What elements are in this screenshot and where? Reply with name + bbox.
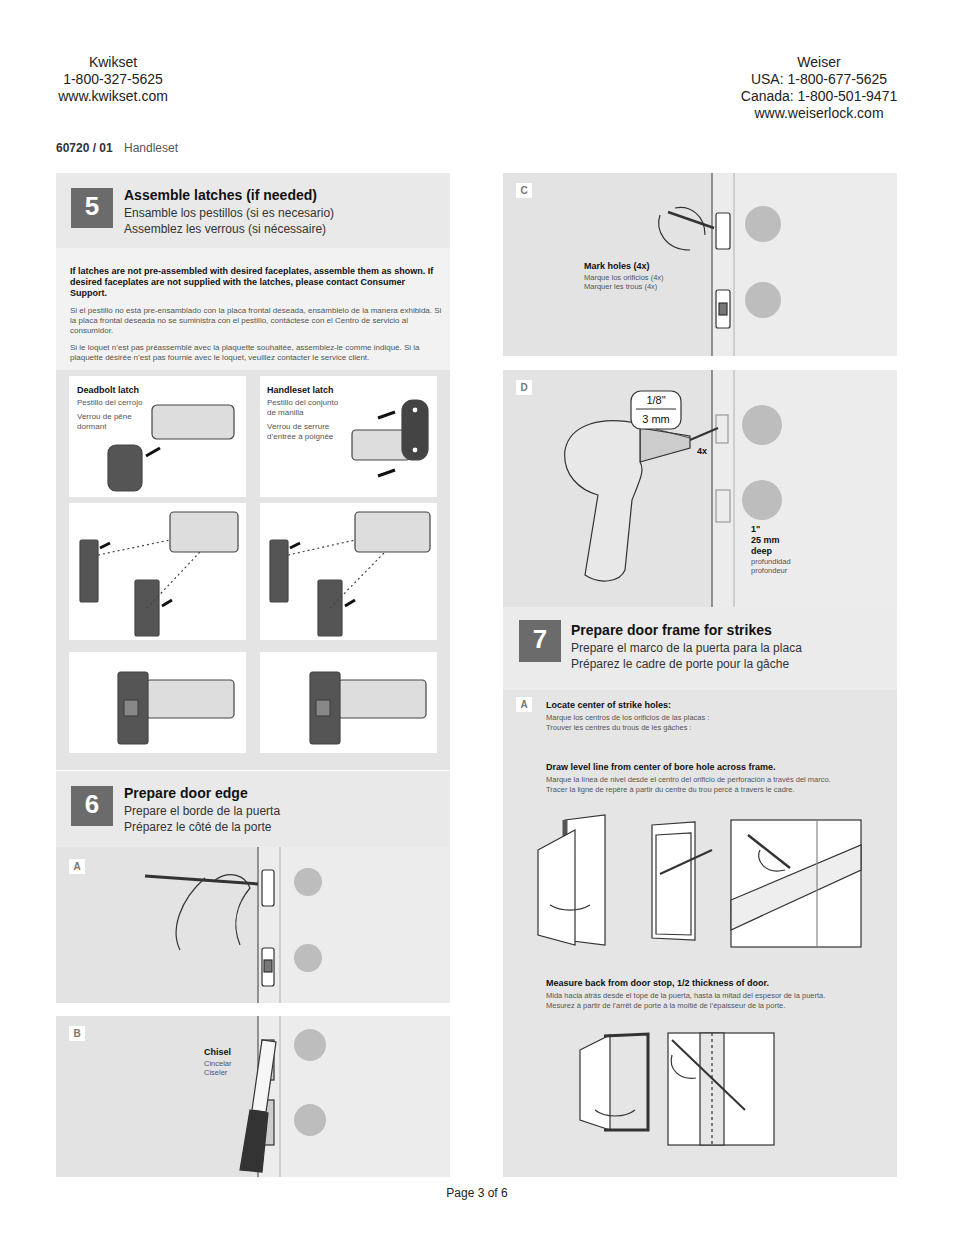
instruction-text: Tracer la ligne de repère à partir du ce… (546, 785, 886, 794)
sub-panel: C Mark holes (4x)Marque los orificios (4x… (503, 173, 897, 356)
instruction-text: Chisel (204, 1047, 248, 1058)
text-group: 7 (519, 623, 561, 656)
step-number: 7 (519, 620, 561, 662)
instruction-text: Measure back from door stop, 1/2 thickne… (546, 978, 886, 989)
note-box: If latches are not pre-assembled with de… (56, 248, 450, 370)
instruction-text: Si le loquet n’est pas préassemblé avec … (70, 343, 442, 363)
text-group: Prepare door frame for strikesPrepare el… (571, 621, 891, 672)
instruction-text: Prepare el marco de la puerta para la pl… (571, 641, 891, 656)
sub-panel: B ChiselCincelarCiseler (56, 1016, 450, 1177)
text-group: Assemble latches (if needed) Ensamble los… (124, 186, 444, 237)
instruction-text: Mark holes (4x) (584, 261, 704, 272)
sub-panel: A (56, 847, 450, 1003)
text-group: A (69, 860, 85, 873)
instruction-text: Préparez le côté de la porte (124, 820, 444, 835)
header-label: USA: 1-800-677-5625 (700, 71, 938, 88)
instruction-text: Prepare el borde de la puerta (124, 804, 444, 819)
step-panel: Prepare door edgePrepare el borde de la … (56, 771, 450, 847)
instruction-text: Assemble latches (if needed) (124, 186, 444, 204)
text-group: D (516, 381, 532, 394)
instruction-text: If latches are not pre-assembled with de… (70, 266, 442, 299)
text-group: 4x (697, 446, 713, 457)
latch-box: Handleset latchPestillo del conjunto de … (260, 376, 437, 497)
text-group: B (69, 1027, 85, 1040)
header-label: Page 3 of 6 (400, 1186, 554, 1200)
instruction-text: Marque la línea de nivel desde el centro… (546, 775, 886, 784)
instruction-text: Préparez le cadre de porte pour la gâche (571, 657, 891, 672)
instruction-text: profundidad (751, 557, 811, 566)
header-label: 1-800-327-5625 (40, 71, 186, 88)
instruction-text: Trouver les centres du trous de les gâch… (546, 723, 886, 732)
instruction-text: Prepare door frame for strikes (571, 621, 891, 639)
sub-panel: A Locate center of strike holes: Marque lo… (503, 690, 897, 1177)
instruction-text: B (69, 1027, 85, 1040)
instruction-text: 1/8" (633, 393, 679, 407)
instruction-text: profondeur (751, 566, 811, 575)
header-label: Weiser (700, 54, 938, 71)
instruction-text: 5 (71, 190, 113, 223)
instruction-text: 4x (697, 446, 713, 457)
instruction-text: Pestillo del conjunto de manilla (267, 398, 347, 418)
instruction-text: 25 mm (751, 535, 811, 546)
instruction-text: Marque los orificios (4x) (584, 273, 704, 282)
step-number: 6 (71, 786, 113, 826)
header-label: www.weiserlock.com (700, 105, 938, 122)
instruction-text: D (516, 381, 532, 394)
instruction-text: Deadbolt latch (77, 385, 149, 396)
latch-box: Deadbolt latchPestillo del cerrojoVerrou… (69, 376, 246, 497)
text-group: A (516, 698, 532, 711)
instruction-text: Handleset latch (267, 385, 347, 396)
instruction-text: Marque los centros de los orificios de l… (546, 713, 886, 722)
text-group: Draw level line from center of bore hole… (546, 762, 886, 794)
text-group: Deadbolt latchPestillo del cerrojoVerrou… (77, 385, 149, 432)
instruction-text: Prepare door edge (124, 784, 444, 802)
text-group: 5 (71, 190, 113, 223)
header-label: 60720 / 01 (56, 141, 120, 155)
step-panel: Assemble latches (if needed) Ensamble los… (56, 173, 450, 770)
instruction-text: Cincelar (204, 1059, 248, 1068)
header-label: Handleset (124, 141, 244, 155)
text-group: Measure back from door stop, 1/2 thickne… (546, 978, 886, 1010)
header-label: Canada: 1-800-501-9471 (700, 88, 938, 105)
instruction-text: Mida hacia atrás desde el tope de la pue… (546, 991, 886, 1000)
text-group: ChiselCincelarCiseler (204, 1047, 248, 1077)
instruction-text: A (516, 698, 532, 711)
step-panel: Prepare door frame for strikesPrepare el… (503, 607, 897, 690)
text-group: 1/8" (633, 393, 679, 407)
instruction-text: Assemblez les verrous (si nécessaire) (124, 222, 444, 237)
instruction-text: Locate center of strike holes: (546, 700, 886, 711)
instruction-text: 6 (71, 788, 113, 821)
instruction-text: Ensamble los pestillos (si es necesario) (124, 206, 444, 221)
instruction-text: Si el pestillo no está pre-ensamblado co… (70, 306, 442, 336)
text-group: 1"25 mmdeepprofundidadprofondeur (751, 524, 811, 575)
instruction-text: Verrou de pêne dormant (77, 412, 149, 432)
instruction-text: Draw level line from center of bore hole… (546, 762, 886, 773)
instruction-text: C (516, 184, 532, 197)
instruction-text: 1" (751, 524, 811, 535)
text-group: 3 mm (633, 412, 679, 426)
instruction-text: Marquer les trous (4x) (584, 282, 704, 291)
instruction-text: Mesurez à partir de l’arrêt de porte à l… (546, 1001, 886, 1010)
instruction-text: Pestillo del cerrojo (77, 398, 149, 408)
header-label: www.kwikset.com (40, 88, 186, 105)
text-group: Mark holes (4x)Marque los orificios (4x)… (584, 261, 704, 291)
instruction-text: Ciseler (204, 1068, 248, 1077)
text-group: 6 (71, 788, 113, 821)
text-group: C (516, 184, 532, 197)
text-group: Locate center of strike holes: Marque los… (546, 700, 886, 732)
header-label: Kwikset (40, 54, 186, 71)
instruction-text: deep (751, 546, 811, 557)
instruction-text: 7 (519, 623, 561, 656)
text-group: If latches are not pre-assembled with de… (70, 266, 442, 363)
instruction-text: Verrou de serrure d’entrée à poignée (267, 422, 347, 442)
instruction-text: A (69, 860, 85, 873)
text-group: Prepare door edgePrepare el borde de la … (124, 784, 444, 835)
text-group: Handleset latchPestillo del conjunto de … (267, 385, 347, 442)
instruction-text: 3 mm (633, 412, 679, 426)
step-number: 5 (71, 188, 113, 228)
sub-panel: D 1/8" 3 mm 4x 1"25 mmdeepprofundidadprofond… (503, 370, 897, 607)
